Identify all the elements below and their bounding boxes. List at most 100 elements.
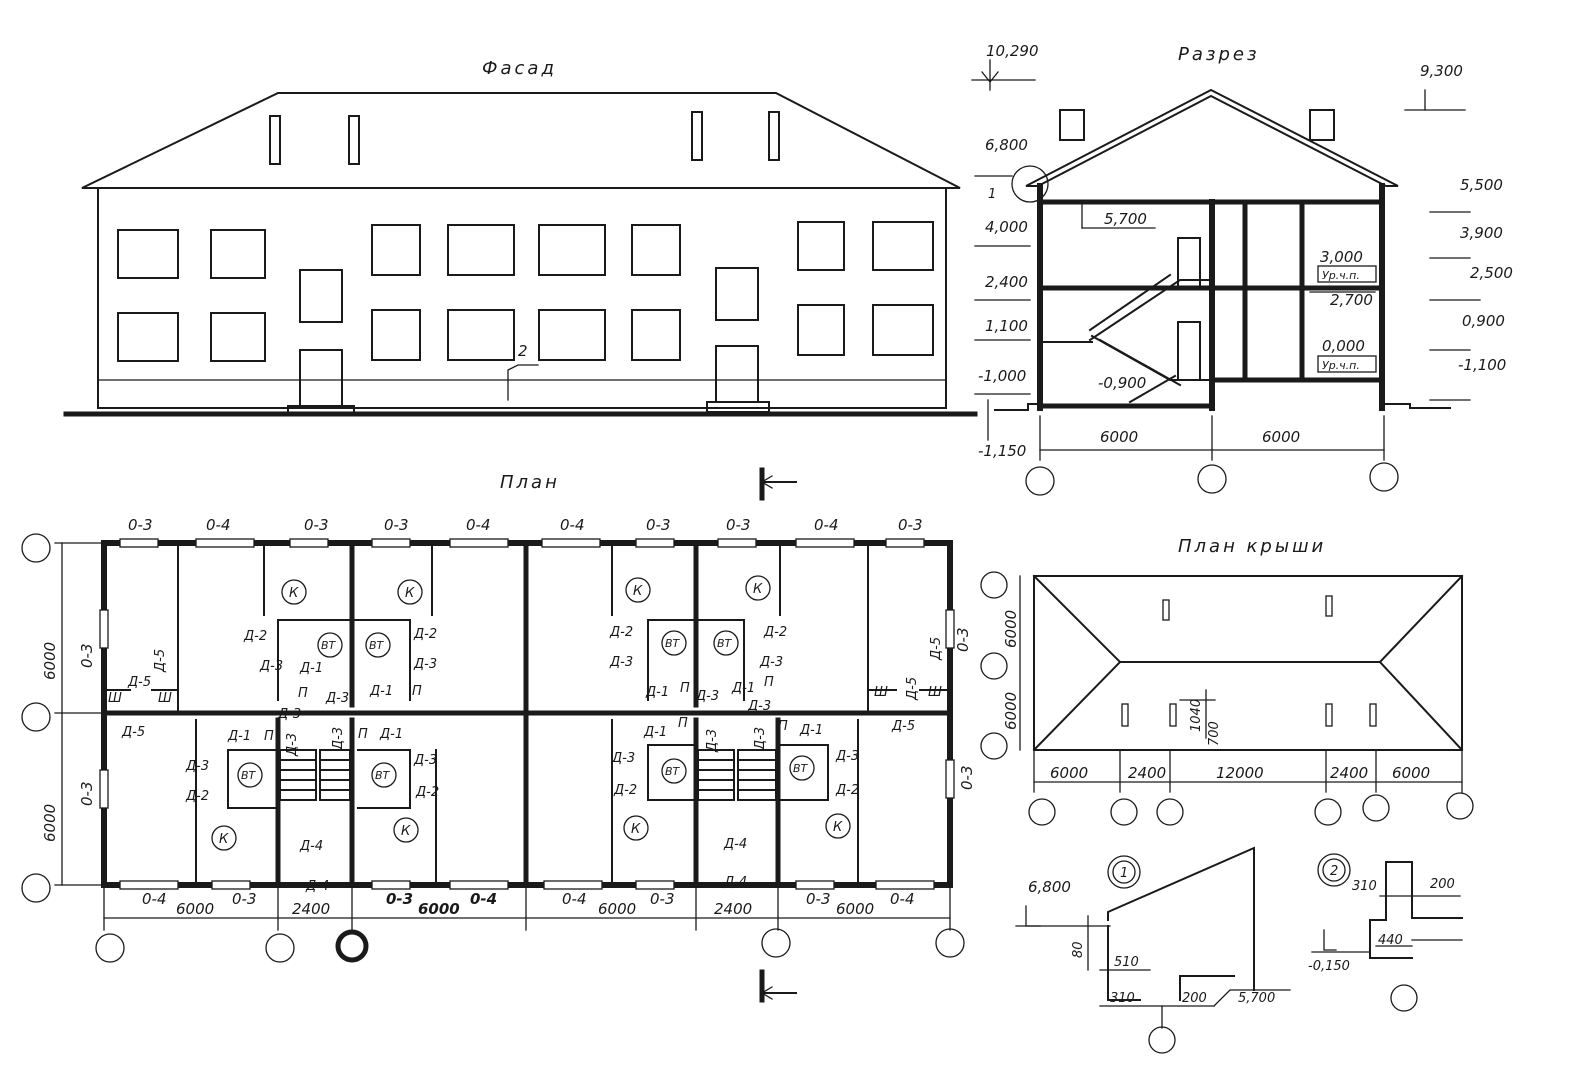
svg-text:0-3: 0-3: [128, 516, 153, 534]
plan-dim-label: 6000: [836, 900, 874, 918]
roof-axis-marker: [1156, 798, 1184, 826]
section-title: Разрез: [1178, 44, 1260, 65]
svg-text:9,300: 9,300: [1420, 62, 1463, 80]
svg-text:Д-5: Д-5: [929, 637, 944, 661]
section-elev-inner: 5,700: [1104, 210, 1147, 228]
svg-text:0-4: 0-4: [560, 516, 585, 534]
svg-text:0-3: 0-3: [386, 890, 413, 908]
svg-text:Д-4: Д-4: [299, 839, 323, 854]
detail-2-dim: 440: [1378, 933, 1403, 948]
svg-text:Ур.ч.п.: Ур.ч.п.: [1322, 359, 1360, 372]
svg-text:ВТ: ВТ: [717, 637, 733, 650]
plan-window-label-side: 0-3: [78, 644, 96, 669]
svg-text:1: 1: [988, 187, 996, 202]
svg-text:Ш: Ш: [874, 685, 888, 700]
facade-vent: [348, 115, 360, 165]
svg-text:Д-2: Д-2: [243, 629, 267, 644]
facade-entrance-step: [706, 401, 770, 413]
detail-2-section: [1369, 861, 1413, 959]
detail-2-dim: 200: [1430, 877, 1455, 892]
svg-text:Д-3: Д-3: [747, 699, 771, 714]
detail-2-elev: -0,150: [1308, 959, 1350, 974]
svg-text:П: П: [680, 681, 690, 696]
svg-text:10,290: 10,290: [986, 42, 1039, 60]
roof-axis-marker: [1110, 798, 1138, 826]
section-door: [1177, 237, 1201, 289]
detail-2: 2 310 200 440 -0,150: [1308, 853, 1463, 1012]
facade-window: [538, 224, 606, 276]
facade-stair-window: [715, 267, 759, 321]
section-stair-flight: [1098, 338, 1182, 387]
detail-1-dim: 80: [1071, 941, 1086, 958]
detail-2-section: [1385, 861, 1463, 919]
detail-1-eave: [1107, 846, 1255, 991]
roof-axis-marker: [1362, 794, 1390, 822]
svg-text:П: П: [412, 684, 422, 699]
roof-vent: [1325, 595, 1333, 617]
section-dim-label: 6000: [1100, 428, 1138, 446]
svg-text:0-4: 0-4: [562, 890, 587, 908]
section-stair-flight: [1088, 273, 1172, 332]
roof-axis-marker: [980, 732, 1008, 760]
facade-elevation: Фасад: [63, 58, 978, 417]
floor-plan: План: [21, 472, 976, 963]
detail-1: 1 6,800 80 510 310 200 5,700: [1015, 846, 1291, 1054]
roof-vent: [1121, 703, 1129, 727]
facade-roof: [81, 92, 961, 189]
svg-text:К: К: [631, 822, 641, 837]
svg-text:К: К: [833, 820, 843, 835]
svg-text:Д-2: Д-2: [763, 625, 787, 640]
roof-axis-marker: [1314, 798, 1342, 826]
svg-text:Д-3: Д-3: [413, 657, 437, 672]
svg-text:3,000: 3,000: [1320, 248, 1363, 266]
detail-1-wall: [1179, 975, 1235, 1001]
plan-stairs: [279, 749, 777, 801]
svg-text:К: К: [219, 832, 229, 847]
facade-window: [797, 304, 845, 356]
svg-text:Д-1: Д-1: [299, 661, 323, 676]
roof-outline: [1033, 575, 1463, 751]
svg-text:Д-3: Д-3: [259, 659, 283, 674]
svg-text:3,900: 3,900: [1460, 224, 1503, 242]
svg-text:ВТ: ВТ: [375, 769, 391, 782]
section-right-elevations: 9,300 5,500 3,900 2,500 0,900 -1,100: [1404, 62, 1513, 401]
svg-text:2,400: 2,400: [985, 273, 1028, 291]
facade-callout-label: 2: [518, 342, 528, 360]
section-door: [1177, 321, 1201, 381]
svg-text:Д-3: Д-3: [413, 753, 437, 768]
detail-1-marker-inner: [1112, 860, 1136, 884]
facade-window: [371, 309, 421, 361]
facade-window: [447, 224, 515, 276]
svg-text:Д-3: Д-3: [611, 751, 635, 766]
roof-dim-label: 6000: [1002, 610, 1020, 648]
facade-window: [538, 309, 606, 361]
plan-axis-marker: [21, 533, 51, 563]
section-axis-marker: [1025, 466, 1055, 496]
detail-2-axis-marker: [1390, 984, 1418, 1012]
svg-text:0-4: 0-4: [890, 890, 915, 908]
svg-text:1,100: 1,100: [985, 317, 1028, 335]
svg-text:-1,000: -1,000: [978, 367, 1026, 385]
facade-window: [631, 309, 681, 361]
section-chimney: [1059, 109, 1085, 141]
facade-entrance-door: [299, 349, 343, 407]
roof-hip: [1032, 660, 1122, 752]
detail-1-dim: 310: [1110, 991, 1135, 1006]
svg-text:Д-2: Д-2: [185, 789, 209, 804]
svg-text:Д-3: Д-3: [695, 689, 719, 704]
facade-vent: [269, 115, 281, 165]
plan-window-label-side: 0-3: [954, 628, 972, 653]
roof-axis-marker: [980, 571, 1008, 599]
plan-dim-label: 2400: [292, 900, 330, 918]
plan-axis-marker: [761, 928, 791, 958]
plan-axis-marker: [335, 929, 369, 963]
svg-text:2,700: 2,700: [1330, 291, 1373, 309]
detail-1-dim: 200: [1182, 991, 1207, 1006]
roof-hip: [1032, 574, 1122, 664]
plan-window-label-side: 0-3: [958, 766, 976, 791]
plan-window-openings: [99, 538, 955, 890]
svg-text:К: К: [289, 586, 299, 601]
plan-axis-marker: [21, 702, 51, 732]
svg-text:0-4: 0-4: [142, 890, 167, 908]
